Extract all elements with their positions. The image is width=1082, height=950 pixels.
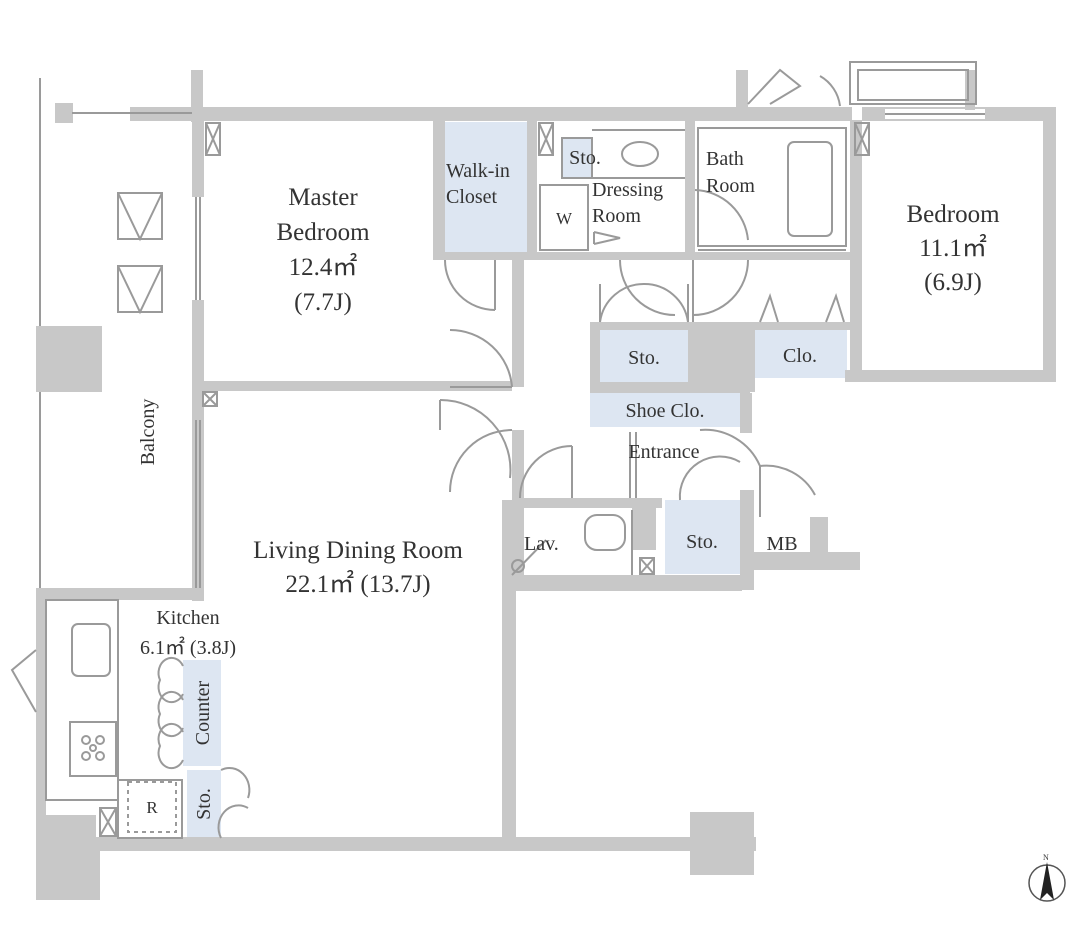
counter-label: Counter: [192, 680, 214, 745]
dressing-sto-fill: [562, 138, 592, 178]
bedroom-label: Bedroom: [906, 201, 1000, 228]
bath-room-label-2: Room: [706, 175, 755, 197]
wall-right: [1043, 107, 1056, 382]
wall-master-left: [192, 107, 204, 197]
master-bedroom-label-2: Bedroom: [276, 219, 370, 246]
kitchen-sto-fill: [187, 770, 221, 838]
dressing-room-label: Dressing: [592, 179, 663, 201]
entrance-label: Entrance: [628, 441, 699, 463]
compass-arrow-icon: [1040, 862, 1054, 900]
wall-stub-right: [965, 70, 975, 110]
balcony-vents: [117, 192, 163, 315]
compass-north-label: N: [1043, 853, 1049, 862]
entrance-sto-label: Sto.: [686, 531, 718, 553]
meter-box-label: MB: [766, 533, 797, 555]
balcony-top-post: [55, 103, 73, 123]
master-bedroom-jo: (7.7J): [294, 289, 352, 316]
room-labels: Master Bedroom 12.4㎡ (7.7J) Bedroom 11.1…: [137, 147, 1000, 820]
wall-master-bottom: [192, 381, 512, 391]
balcony-column: [36, 326, 102, 392]
pipe-shafts: [99, 122, 870, 837]
bedroom-area: 11.1㎡: [919, 234, 987, 262]
kitchen-area: 6.1㎡ (3.8J): [140, 635, 236, 659]
column-bottom-right: [690, 812, 754, 875]
counter-fill: [183, 660, 221, 766]
refrigerator-label: R: [146, 798, 158, 817]
dressing-room-label-2: Room: [592, 205, 641, 227]
dressing-sto-label: Sto.: [569, 147, 601, 169]
wall-kitchen-left: [36, 588, 46, 843]
bedroom-jo: (6.9J): [924, 269, 982, 296]
master-bedroom-area: 12.4㎡: [289, 253, 358, 281]
bath-room-label: Bath: [706, 148, 744, 170]
bedroom-clo-fill: [755, 330, 847, 378]
wall-bottom: [36, 837, 756, 851]
shoe-closet-label: Shoe Clo.: [626, 400, 705, 422]
hall-sto-fill: [600, 330, 688, 382]
wall-stub-mid: [736, 70, 748, 110]
walls: [36, 70, 1056, 900]
walk-in-closet-fill: [445, 122, 531, 252]
fixtures: [10, 61, 985, 839]
hall-sto-label: Sto.: [628, 347, 660, 369]
master-bedroom-label: Master: [288, 184, 358, 211]
storage-fills: [183, 122, 847, 838]
compass: N: [1028, 853, 1066, 902]
balcony-label: Balcony: [137, 399, 159, 466]
kitchen-label: Kitchen: [156, 607, 219, 629]
entrance-sto-fill: [665, 500, 740, 574]
lavatory-label: Lav.: [524, 533, 559, 555]
shoe-closet-fill: [590, 393, 740, 427]
kitchen-sto-label: Sto.: [193, 788, 215, 820]
bedroom-clo-label: Clo.: [783, 345, 817, 367]
washer-label: W: [556, 209, 573, 228]
ldk-area: 22.1㎡ (13.7J): [285, 570, 430, 598]
walk-in-closet-label: Walk-in: [446, 160, 510, 182]
wall-corridor: [512, 257, 524, 387]
wall-bedroom-bottom: [845, 370, 1056, 382]
ldk-label: Living Dining Room: [253, 537, 463, 564]
walk-in-closet-label-2: Closet: [446, 186, 498, 208]
column-bottom-left: [36, 840, 100, 900]
